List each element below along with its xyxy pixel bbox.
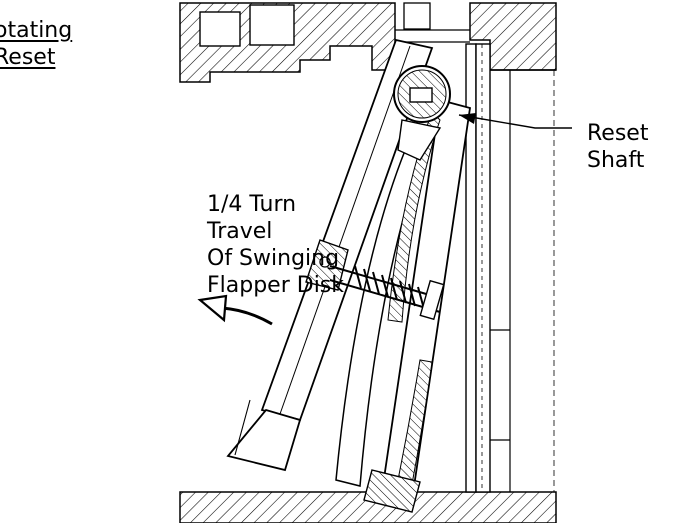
travel-label-line4: Flapper Disk [207,273,345,298]
lower-valve-body [179,491,557,523]
rotating-reset-label: otating Reset [0,17,72,71]
rotation-arrow [197,294,273,326]
spring-assembly [329,265,445,321]
travel-label-line1: 1/4 Turn [207,192,297,217]
upper-valve-body [179,2,557,83]
reset-shaft-pivot [393,65,451,161]
reset-shaft-label-line2: Shaft [587,148,645,173]
quarter-turn-travel-label: 1/4 Turn Travel Of Swinging Flapper Disk [207,191,344,299]
valve-seat-wall [465,43,556,493]
reset-shaft-label: Reset Shaft [587,120,648,174]
travel-label-line3: Of Swinging [207,246,340,271]
travel-label-line2: Travel [207,219,273,244]
rotating-reset-label-line1: otating [0,18,73,43]
reset-shaft-label-line1: Reset [587,121,649,146]
swinging-arm [226,38,434,472]
rotating-reset-label-line2: Reset [0,45,56,70]
reset-shaft-leader [458,113,572,129]
